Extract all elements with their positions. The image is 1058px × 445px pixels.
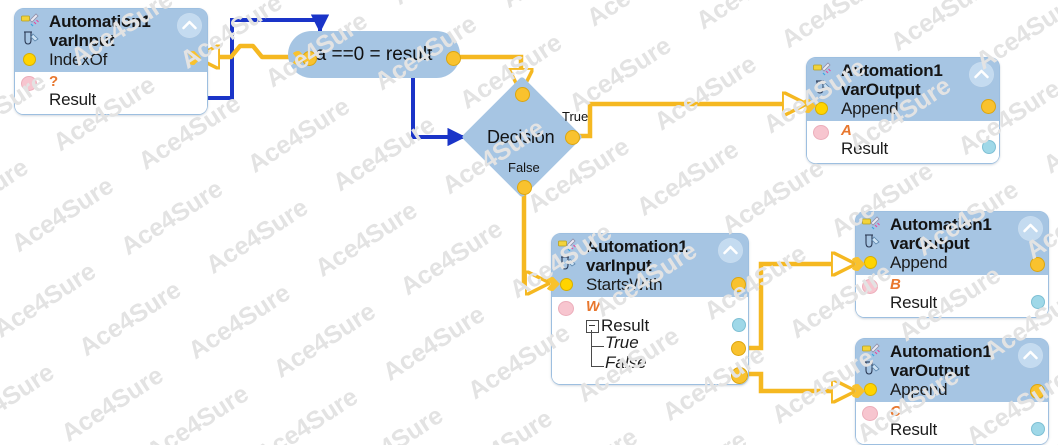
port-expression-out[interactable] — [446, 51, 461, 66]
node-expression[interactable]: a ==0 = result — [288, 31, 460, 78]
node-method: Append — [841, 99, 899, 118]
pipette-icon — [21, 31, 39, 46]
node-append-b-body: B Result — [856, 275, 1048, 317]
node-append-a-header[interactable]: Automation1 varOutput Append — [807, 58, 999, 121]
node-append-a-body: A Result — [807, 121, 999, 163]
node-param: C — [890, 403, 901, 420]
node-result-label: Result — [890, 293, 937, 312]
node-param: B — [890, 276, 901, 293]
node-append-b-header[interactable]: Automation1 varOutput Append — [856, 212, 1048, 275]
collapse-chevron-up-icon[interactable] — [1018, 343, 1043, 368]
pencil-sparkle-icon — [558, 238, 576, 252]
yellow-dot-icon — [560, 278, 573, 291]
node-param: ? — [49, 73, 59, 90]
node-subtitle: varInput — [586, 256, 652, 275]
decision-false-label: False — [508, 160, 540, 175]
node-result-label: Result — [49, 90, 96, 109]
node-startswith[interactable]: Automation1 varInput StartsWith W Result… — [551, 233, 749, 385]
port-expression-in[interactable] — [291, 51, 306, 65]
node-title: Automation1 — [841, 61, 943, 80]
node-subtitle: varOutput — [890, 361, 970, 380]
expression-text: a ==0 = result — [315, 43, 433, 65]
tree-label-result: Result — [601, 316, 650, 335]
pencil-sparkle-icon — [21, 13, 39, 27]
pipette-icon — [862, 361, 880, 376]
tree-row-result[interactable]: Result — [586, 316, 742, 336]
node-title: Automation1 — [890, 215, 992, 234]
tree-label-false: False — [605, 353, 647, 372]
collapse-chevron-up-icon[interactable] — [1018, 216, 1043, 241]
wire-startswith-true-to-append-b — [743, 264, 851, 351]
node-title: Automation1 — [49, 12, 151, 31]
node-append-a[interactable]: Automation1 varOutput Append A Result — [806, 57, 1000, 164]
pink-circle-icon — [558, 301, 574, 316]
node-method: IndexOf — [49, 50, 108, 69]
port-append-a-result-out[interactable] — [982, 140, 996, 154]
node-subtitle: varOutput — [890, 234, 970, 253]
port-decision-out-true[interactable] — [565, 130, 580, 145]
port-append-b-out[interactable] — [1030, 257, 1045, 272]
tree-collapse-icon[interactable] — [586, 319, 599, 333]
pink-circle-icon — [813, 125, 829, 140]
node-title: Automation1 — [890, 342, 992, 361]
node-append-c[interactable]: Automation1 varOutput Append C Result — [855, 338, 1049, 445]
pipette-icon — [862, 234, 880, 249]
node-method: Append — [890, 380, 948, 399]
node-append-b[interactable]: Automation1 varOutput Append B Result — [855, 211, 1049, 318]
node-method: StartsWith — [586, 275, 663, 294]
port-startswith-out-false[interactable] — [731, 367, 748, 384]
node-subtitle: varInput — [49, 31, 115, 50]
yellow-dot-icon — [23, 53, 36, 66]
port-append-a-out[interactable] — [981, 99, 996, 114]
node-title: Automation1 — [586, 237, 688, 256]
node-indexof-header[interactable]: Automation1 varInput IndexOf — [15, 9, 207, 72]
result-tree: Result True False — [586, 316, 742, 376]
node-startswith-header[interactable]: Automation1 varInput StartsWith — [552, 234, 748, 297]
wire-decision-false-to-startswith — [521, 187, 545, 283]
node-param: A — [841, 122, 852, 139]
pencil-sparkle-icon — [813, 62, 831, 76]
wire-expression-to-decision-top — [455, 54, 521, 88]
port-startswith-out-true[interactable] — [731, 341, 746, 356]
node-param: W — [586, 298, 601, 315]
port-startswith-result-out[interactable] — [732, 318, 746, 332]
pink-circle-icon — [21, 76, 37, 91]
tree-label-true: True — [605, 333, 639, 352]
yellow-dot-icon — [864, 256, 877, 269]
node-indexof[interactable]: Automation1 varInput IndexOf ? Result — [14, 8, 208, 115]
node-append-c-body: C Result — [856, 402, 1048, 444]
node-result-label: Result — [841, 139, 888, 158]
wire-decision-true-to-append-a — [574, 104, 802, 139]
collapse-chevron-up-icon[interactable] — [177, 13, 202, 38]
node-subtitle: varOutput — [841, 80, 921, 99]
node-indexof-body: ? Result — [15, 72, 207, 114]
pencil-sparkle-icon — [862, 216, 880, 230]
node-result-label: Result — [890, 420, 937, 439]
collapse-chevron-up-icon[interactable] — [718, 238, 743, 263]
pink-circle-icon — [862, 406, 878, 421]
yellow-dot-icon — [864, 383, 877, 396]
node-decision-label: Decision — [487, 127, 555, 147]
port-append-b-result-out[interactable] — [1031, 295, 1045, 309]
port-decision-out-false[interactable] — [517, 180, 532, 195]
port-decision-in-top[interactable] — [515, 87, 530, 102]
wire-startswith-false-to-append-c — [743, 371, 851, 391]
wire-expression-to-indexof-method — [200, 43, 300, 57]
collapse-chevron-up-icon[interactable] — [969, 62, 994, 87]
pipette-icon — [813, 80, 831, 95]
pipette-icon — [558, 256, 576, 271]
port-startswith-out[interactable] — [731, 277, 746, 292]
tree-elbow-false — [591, 330, 604, 367]
node-startswith-body: W Result True False — [552, 297, 748, 384]
node-append-c-header[interactable]: Automation1 varOutput Append — [856, 339, 1048, 402]
decision-true-label: True — [562, 109, 589, 124]
pink-circle-icon — [862, 279, 878, 294]
yellow-dot-icon — [815, 102, 828, 115]
port-append-c-out[interactable] — [1030, 384, 1045, 399]
node-method: Append — [890, 253, 948, 272]
pencil-sparkle-icon — [862, 343, 880, 357]
port-append-c-result-out[interactable] — [1031, 422, 1045, 436]
